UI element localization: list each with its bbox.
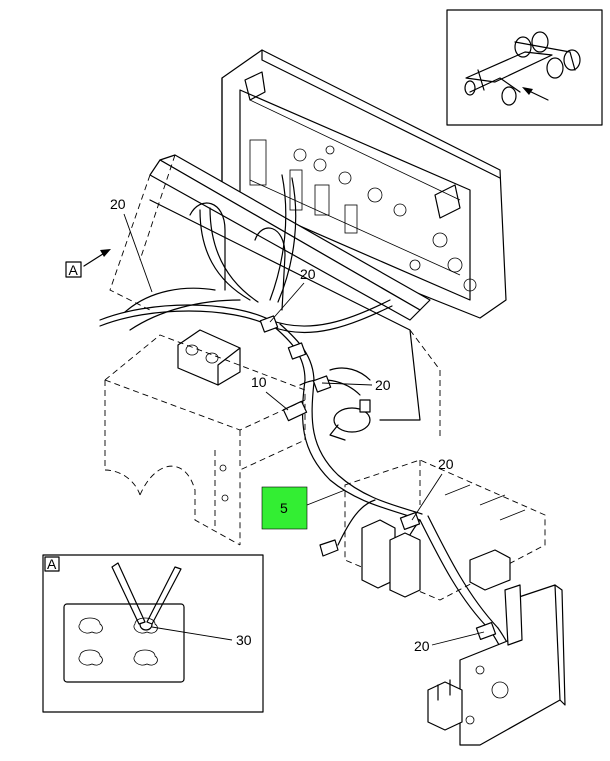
lower-bracket-plate — [427, 584, 566, 746]
callout-20-b: 20 — [269, 266, 316, 323]
view-a-ref-label: A — [69, 262, 79, 278]
vehicle-locator-inset — [446, 9, 603, 126]
callout-30-text: 30 — [236, 632, 252, 648]
detail-a-title: A — [47, 556, 57, 572]
callout-20-d: 20 — [411, 456, 454, 521]
pressure-sensor — [329, 399, 371, 441]
callout-20-b-text: 20 — [300, 266, 316, 282]
view-direction-arrow-icon — [83, 249, 111, 267]
callout-5[interactable]: 5 — [261, 486, 346, 530]
dashed-body-panel — [104, 334, 306, 546]
callout-5-highlight-box[interactable] — [261, 486, 308, 530]
locator-arrow-icon — [522, 87, 549, 101]
callout-5-text: 5 — [280, 500, 288, 516]
callout-10-text: 10 — [251, 374, 267, 390]
callout-20-e-text: 20 — [414, 638, 430, 654]
wiring-harness — [99, 174, 521, 723]
callout-30: 30 — [151, 626, 252, 648]
truck-chassis-locator-icon — [464, 31, 581, 106]
callout-20-c: 20 — [321, 377, 391, 393]
callout-20-a: 20 — [110, 196, 153, 293]
view-a-reference: A — [65, 249, 111, 278]
callout-20-c-text: 20 — [375, 377, 391, 393]
callout-20-d-text: 20 — [438, 456, 454, 472]
callout-20-a-text: 20 — [110, 196, 126, 212]
detail-a-inset: A 30 — [42, 554, 264, 713]
detail-a-wires — [111, 562, 182, 631]
callout-20-e: 20 — [414, 631, 485, 654]
lower-right-module — [344, 459, 546, 601]
callout-10: 10 — [251, 374, 289, 411]
detail-a-plate — [63, 603, 185, 683]
mounting-bracket — [177, 329, 241, 386]
